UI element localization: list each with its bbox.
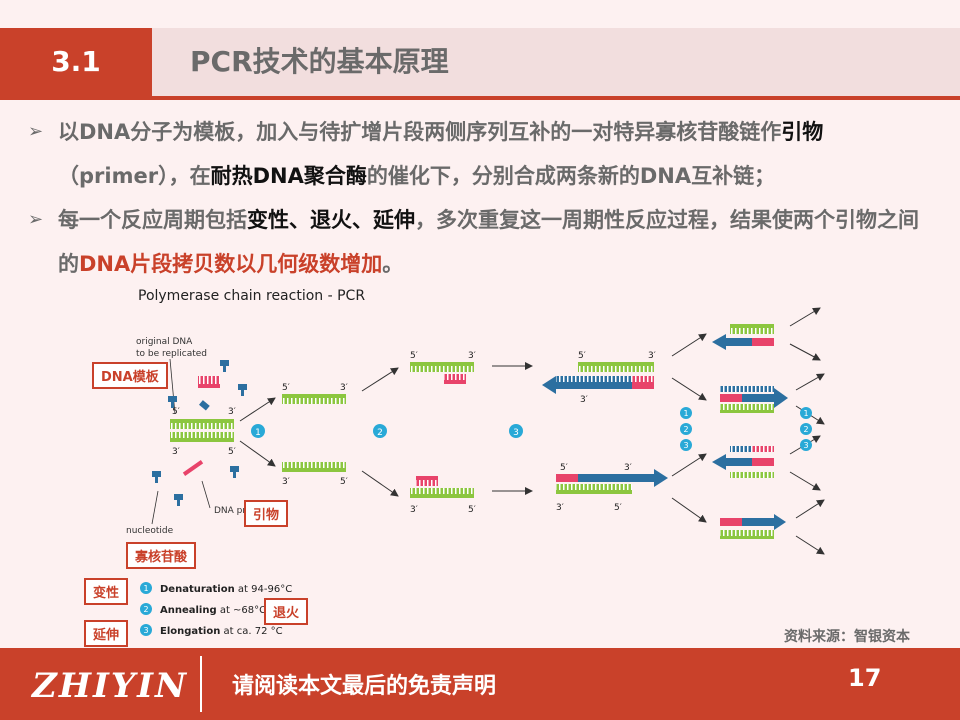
end-label: 5′: [468, 505, 476, 515]
end-label: 3′: [556, 503, 564, 513]
product-3: [712, 446, 774, 478]
end-label: 3′: [172, 447, 180, 457]
legend-number: 3: [143, 626, 148, 635]
bullet-part-primer: 引物: [781, 120, 824, 144]
label-primer: 引物: [244, 500, 289, 527]
bullet-text: 每一个反应周期包括变性、退火、延伸，多次重复这一周期性反应过程，结果使两个引物之…: [28, 198, 938, 286]
to-be-replicated-label: to be replicated: [136, 349, 207, 359]
step-number: 3: [683, 441, 688, 450]
disclaimer-text: 请阅读本文最后的免责声明: [232, 674, 497, 699]
header-bar: 3.1 PCR技术的基本原理: [0, 28, 960, 96]
end-label: 5′: [282, 383, 290, 393]
bullet-marker: ➢: [28, 121, 44, 142]
header-divider: [0, 96, 960, 100]
step-3-marker: [509, 424, 523, 438]
legend-number: 1: [143, 584, 148, 593]
bullet-1: ➢ 以DNA分子为模板，加入与待扩增片段两侧序列互补的一对特异寡核苷酸链作引物 （…: [28, 110, 938, 198]
footer-divider: [200, 656, 202, 712]
end-label: 3′: [228, 407, 236, 417]
section-number: 3.1: [0, 28, 152, 96]
step-number: 3: [803, 441, 808, 450]
bullet-part-polymerase: 耐热DNA聚合酶: [210, 164, 367, 188]
label-denature: 变性: [84, 578, 129, 605]
label-anneal: 退火: [264, 598, 309, 625]
label-extend: 延伸: [84, 620, 129, 647]
bullet-marker: ➢: [28, 209, 44, 230]
step-1-marker: [251, 424, 265, 438]
footer-bar: ZHIYIN 请阅读本文最后的免责声明 17: [0, 648, 960, 720]
bullet-text: 以DNA分子为模板，加入与待扩增片段两侧序列互补的一对特异寡核苷酸链作引物 （pr…: [28, 110, 938, 198]
step-number: 3: [513, 428, 519, 438]
bullet-part: 以DNA分子为模板，加入与待扩增片段两侧序列互补的一对特异寡核苷酸链作: [58, 120, 782, 144]
bullet-part: 每一个反应周期包括: [58, 208, 247, 232]
end-label: 3′: [648, 351, 656, 361]
end-label: 5′: [410, 351, 418, 361]
end-label: 5′: [560, 463, 568, 473]
end-label: 5′: [340, 477, 348, 487]
bullet-part: 。: [382, 252, 404, 276]
bullet-2: ➢ 每一个反应周期包括变性、退火、延伸，多次重复这一周期性反应过程，结果使两个引…: [28, 198, 938, 286]
step-number: 1: [803, 409, 808, 418]
end-label: 3′: [468, 351, 476, 361]
legend-elongation: Elongation at ca. 72 °C: [160, 626, 283, 637]
bullet-part: 的催化下，分别合成两条新的DNA互补链；: [366, 164, 776, 188]
step-number: 2: [803, 425, 808, 434]
product-1: [712, 324, 774, 350]
step-number: 2: [377, 428, 383, 438]
end-label: 3′: [580, 395, 588, 405]
end-label: 3′: [340, 383, 348, 393]
step-number: 1: [255, 428, 261, 438]
product-2: [720, 386, 788, 413]
bullet-part-steps: 变性、退火、延伸: [247, 208, 415, 232]
product-4: [720, 514, 786, 539]
company-logo: ZHIYIN: [32, 666, 189, 706]
step-number: 1: [683, 409, 688, 418]
legend-number: 2: [143, 605, 148, 614]
nucleotide-label: nucleotide: [126, 526, 174, 536]
label-dna-template: DNA模板: [92, 362, 168, 389]
end-label: 5′: [578, 351, 586, 361]
end-label: 3′: [410, 505, 418, 515]
bullet-part-highlight: DNA片段拷贝数以几何级数增加: [79, 252, 383, 276]
pcr-diagram-svg: Polymerase chain reaction - PCR original…: [126, 288, 825, 637]
end-label: 5′: [228, 447, 236, 457]
slide-title: PCR技术的基本原理: [190, 45, 449, 78]
original-dna-label: original DNA: [136, 337, 193, 347]
page-number: 17: [848, 664, 882, 692]
legend-denaturation: Denaturation at 94-96°C: [160, 584, 292, 595]
bullet-part: （primer），在: [58, 164, 211, 188]
dna-primer-label: DNA primer: [214, 506, 267, 516]
source-note: 资料来源：智银资本: [784, 629, 910, 645]
step-number: 2: [683, 425, 688, 434]
diagram-title: Polymerase chain reaction - PCR: [138, 288, 365, 304]
end-label: 5′: [172, 407, 180, 417]
step-2-marker: [373, 424, 387, 438]
end-label: 5′: [614, 503, 622, 513]
end-label: 3′: [624, 463, 632, 473]
legend-annealing: Annealing at ~68°C: [160, 605, 266, 616]
end-label: 3′: [282, 477, 290, 487]
pcr-diagram: Polymerase chain reaction - PCR original…: [80, 286, 920, 647]
bullet-part: ，多次重复这一周期性反应过程，结果使两个引物之间的: [58, 208, 919, 276]
label-nucleotide: 寡核苷酸: [126, 542, 197, 569]
